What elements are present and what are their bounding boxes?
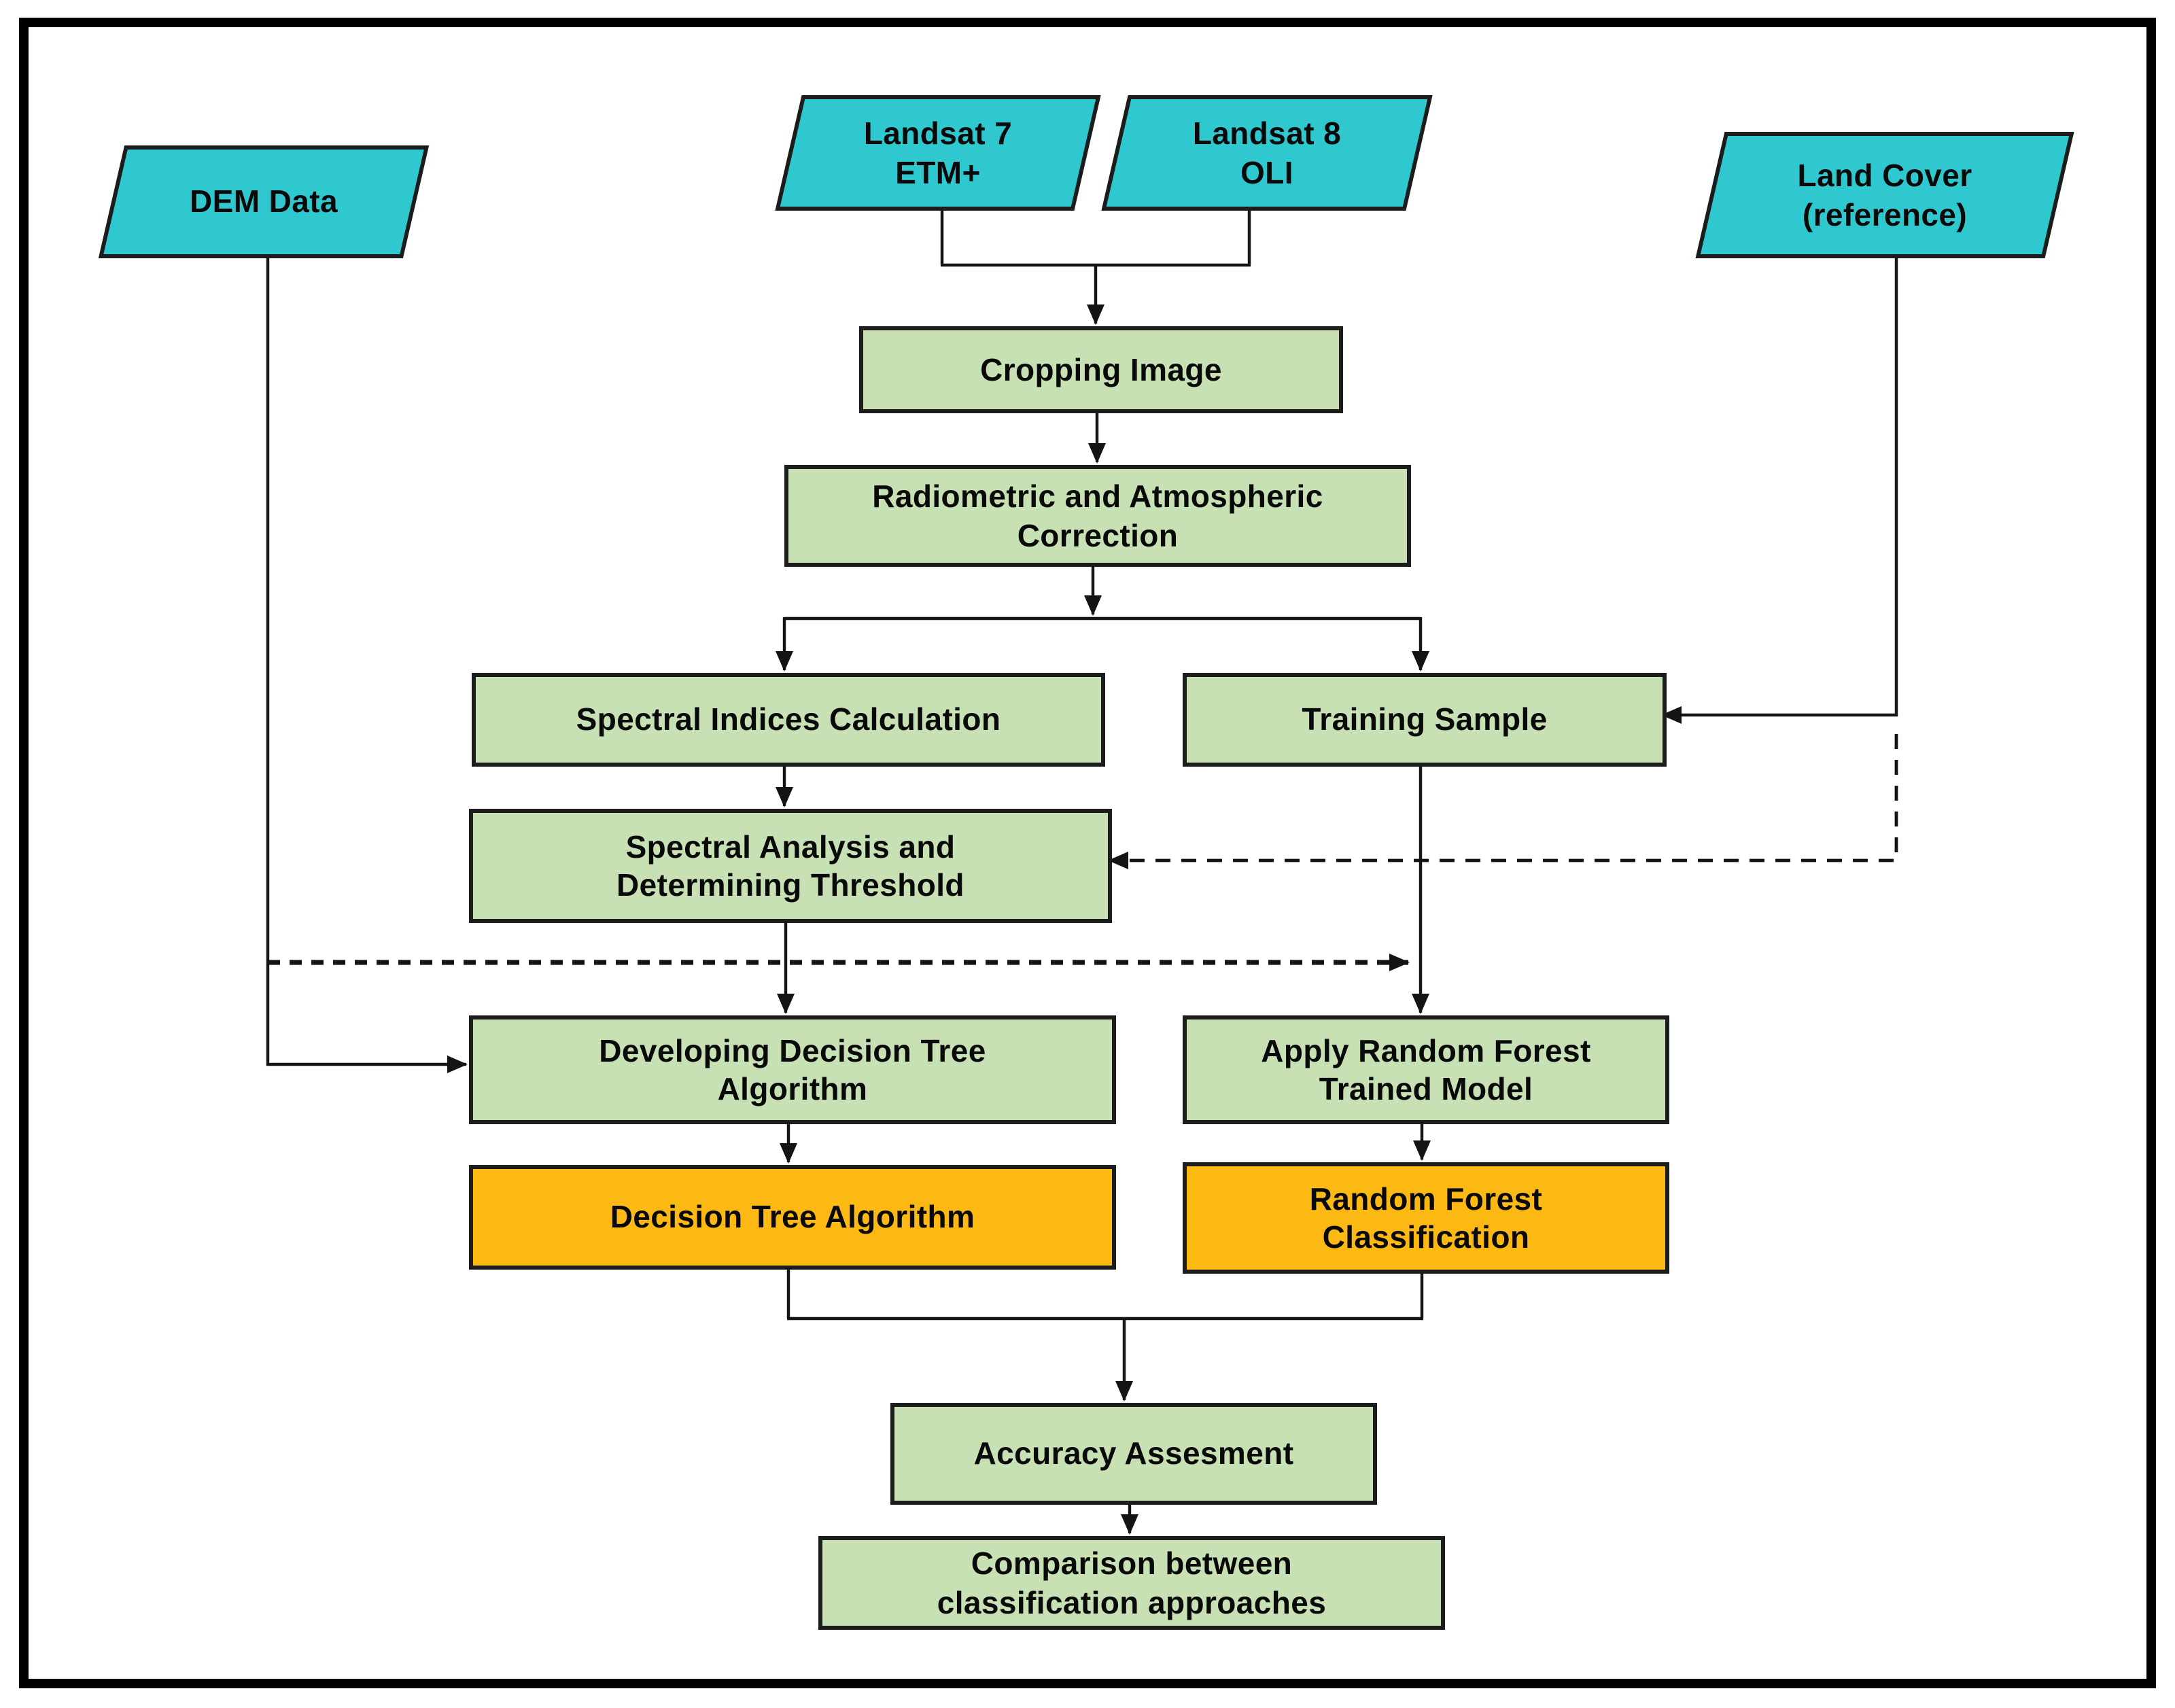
node-spectral-analysis-determining-threshold: Spectral Analysis and Determining Thresh… bbox=[469, 809, 1112, 923]
edge-landcover-dashed-to-analysis bbox=[1108, 734, 1898, 869]
node-spectral-indices-calculation: Spectral Indices Calculation bbox=[472, 673, 1105, 767]
node-apply-random-forest-trained-model: Apply Random Forest Trained Model bbox=[1183, 1015, 1669, 1124]
node-training-sample: Training Sample bbox=[1183, 673, 1667, 767]
node-landsat7-etm: Landsat 7 ETM+ bbox=[788, 95, 1088, 211]
node-decision-tree-algorithm: Decision Tree Algorithm bbox=[469, 1165, 1116, 1270]
node-cropping-image: Cropping Image bbox=[859, 326, 1343, 413]
node-land-cover-reference: Land Cover (reference) bbox=[1710, 132, 2059, 258]
edge-dem-to-developing bbox=[266, 258, 468, 1073]
node-comparison-between-classification-approaches: Comparison between classification approa… bbox=[818, 1536, 1445, 1630]
node-random-forest-classification: Random Forest Classification bbox=[1183, 1162, 1669, 1274]
node-radiometric-atmospheric-correction: Radiometric and Atmospheric Correction bbox=[784, 465, 1411, 567]
node-landsat8-oli: Landsat 8 OLI bbox=[1115, 95, 1419, 211]
outer-frame bbox=[19, 18, 2156, 1688]
node-developing-decision-tree-algorithm: Developing Decision Tree Algorithm bbox=[469, 1015, 1116, 1124]
node-accuracy-assesment: Accuracy Assesment bbox=[890, 1403, 1377, 1505]
edge-landcover-to-training bbox=[1661, 258, 1898, 724]
node-dem-data: DEM Data bbox=[111, 145, 416, 258]
